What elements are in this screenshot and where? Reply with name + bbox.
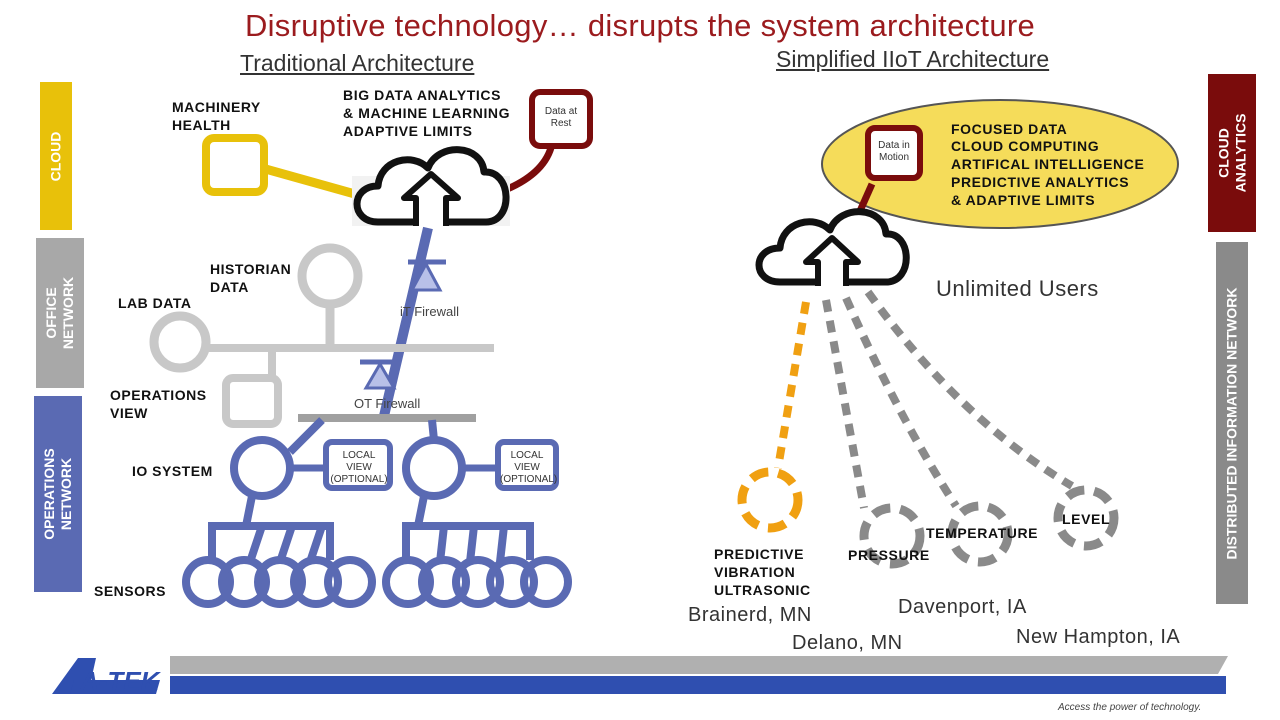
temperature-link xyxy=(842,296,960,509)
iiot-cloud-icon xyxy=(755,208,910,286)
city-new-hampton: New Hampton, IA xyxy=(1016,626,1181,648)
city-davenport: Davenport, IA xyxy=(898,596,1027,618)
sensor-group-2 xyxy=(382,495,572,608)
machinery-link xyxy=(260,163,364,201)
lab-data-circle xyxy=(149,311,211,373)
data-at-rest-box xyxy=(529,89,593,149)
temperature-device-icon xyxy=(947,501,1013,567)
office-network-band: OFFICE NETWORK xyxy=(36,238,84,388)
predictive-label-1: PREDICTIVE xyxy=(714,546,805,562)
it-firewall-label: iT Firewall xyxy=(400,304,459,319)
big-data-label-2: & MACHINE LEARNING xyxy=(343,105,511,121)
data-in-motion-text: Data in Motion xyxy=(878,140,910,163)
level-label: LEVEL xyxy=(1062,511,1111,527)
level-device-icon xyxy=(1053,485,1119,551)
predictive-link xyxy=(774,301,810,469)
footer-blue-bar xyxy=(170,676,1226,694)
cloud-band: CLOUD xyxy=(40,82,72,230)
sensor-group-1 xyxy=(182,495,376,608)
focused-label-3: ARTIFICAL INTELLIGENCE xyxy=(951,156,1145,172)
operations-network-band: OPERATIONS NETWORK xyxy=(34,396,82,592)
predictive-label-3: ULTRASONIC xyxy=(714,582,811,598)
city-delano: Delano, MN xyxy=(792,632,903,654)
predictive-device-icon xyxy=(737,467,803,533)
footer-tagline: Access the power of technology. xyxy=(1058,702,1202,713)
unlimited-users-label: Unlimited Users xyxy=(936,276,1099,301)
big-data-label-1: BIG DATA ANALYTICS xyxy=(343,87,502,103)
city-brainerd: Brainerd, MN xyxy=(688,604,812,626)
focused-label-2: CLOUD COMPUTING xyxy=(951,138,1100,154)
machinery-health-label: MACHINERY HEALTH xyxy=(172,99,261,133)
local-view-text-2: LOCAL VIEW (OPTIONAL) xyxy=(500,450,558,485)
page-title: Disruptive technology… disrupts the syst… xyxy=(244,8,1036,43)
data-at-rest-text: Data at Rest xyxy=(544,106,578,129)
ot-firewall-icon xyxy=(360,359,400,390)
historian-circle xyxy=(297,243,363,309)
temperature-label: TEMPERATURE xyxy=(926,525,1039,541)
predictive-label-2: VIBRATION xyxy=(714,564,796,580)
cloud-analytics-band: CLOUD ANALYTICS xyxy=(1208,74,1256,232)
operations-view-box xyxy=(222,374,282,428)
data-in-motion-box xyxy=(865,125,923,181)
focused-label-5: & ADAPTIVE LIMITS xyxy=(951,192,1096,208)
traditional-heading: Traditional Architecture xyxy=(240,50,475,76)
atek-logo: A-TEK xyxy=(52,658,162,696)
pressure-label: PRESSURE xyxy=(848,547,930,563)
focused-label-4: PREDICTIVE ANALYTICS xyxy=(951,174,1130,190)
lab-data-label: LAB DATA xyxy=(118,295,192,311)
io-system-circle-1 xyxy=(230,436,294,500)
distributed-network-band: DISTRIBUTED INFORMATION NETWORK xyxy=(1216,242,1248,604)
traditional-cloud-icon xyxy=(352,146,510,226)
historian-label: HISTORIAN DATA xyxy=(210,261,292,295)
footer-gray-bar xyxy=(170,656,1228,674)
focused-label-1: FOCUSED DATA xyxy=(951,121,1068,137)
io-system-label: IO SYSTEM xyxy=(132,463,213,479)
logo-text: A-TEK xyxy=(79,666,162,696)
pressure-device-icon xyxy=(859,503,925,569)
io-system-circle-2 xyxy=(402,436,466,500)
it-firewall-icon xyxy=(408,259,446,292)
sensors-label: SENSORS xyxy=(94,583,166,599)
level-link xyxy=(864,289,1075,490)
operations-view-label: OPERATIONS VIEW xyxy=(110,387,207,421)
machinery-health-box xyxy=(202,134,268,196)
pressure-link xyxy=(822,299,868,509)
local-view-box-2 xyxy=(495,439,559,491)
ot-firewall-label: OT Firewall xyxy=(354,396,421,411)
local-view-box-1 xyxy=(323,439,393,491)
big-data-label-3: ADAPTIVE LIMITS xyxy=(343,123,473,139)
iiot-heading: Simplified IIoT Architecture xyxy=(776,46,1050,72)
local-view-text-1: LOCAL VIEW (OPTIONAL) xyxy=(330,450,388,485)
